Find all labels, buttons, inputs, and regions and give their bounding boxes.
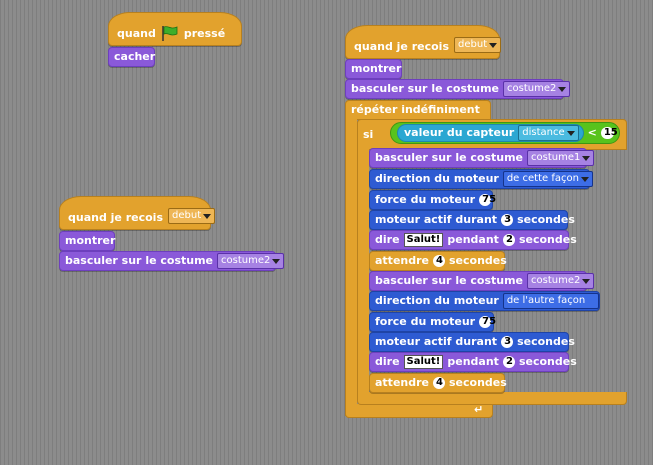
motor-direction-label: direction du moteur: [375, 172, 499, 185]
forever-label: répéter indéfiniment: [351, 103, 480, 116]
wait-seconds-input[interactable]: 4: [433, 377, 445, 389]
forever-block[interactable]: répéter indéfiniment: [345, 100, 491, 120]
say-label: dire: [375, 233, 400, 246]
hide-label: cacher: [114, 50, 156, 63]
wait-block[interactable]: attendre 4 secondes: [369, 251, 507, 271]
motor-power-block[interactable]: force du moteur 75: [369, 190, 496, 210]
seconds-label: secondes: [449, 254, 507, 267]
sensor-dropdown[interactable]: distance: [518, 125, 579, 141]
switch-costume-block[interactable]: basculer sur le costume costume1: [369, 148, 595, 168]
seconds-label: secondes: [518, 233, 577, 246]
motor-on-for-label: moteur actif durant: [375, 335, 498, 348]
message-dropdown[interactable]: debut: [454, 37, 502, 53]
green-flag-icon: [161, 25, 179, 41]
chevron-down-icon: [558, 86, 567, 92]
if-arm: [357, 148, 369, 395]
say-for-secs-block[interactable]: dire Salut! pendant 2 secondes: [369, 352, 577, 372]
wait-label: attendre: [375, 376, 429, 389]
hat-label: quand je recois: [354, 40, 450, 53]
forever-arm: [345, 118, 357, 416]
less-than-operator[interactable]: valeur du capteur distance < 15: [390, 122, 620, 144]
wait-label: attendre: [375, 254, 429, 267]
seconds-label: secondes: [518, 355, 577, 368]
show-block[interactable]: montrer: [345, 59, 402, 79]
motor-power-label: force du moteur: [375, 315, 476, 328]
less-than-label: <: [587, 126, 597, 139]
power-input[interactable]: 75: [479, 194, 496, 206]
power-input[interactable]: 75: [479, 316, 496, 328]
motor-direction-label: direction du moteur: [375, 294, 499, 307]
motor-on-for-block[interactable]: moteur actif durant 3 secondes: [369, 332, 575, 352]
show-block[interactable]: montrer: [59, 231, 115, 251]
during-label: pendant: [447, 355, 499, 368]
hat-suffix: pressé: [183, 27, 226, 40]
seconds-label: secondes: [449, 376, 507, 389]
motor-power-block[interactable]: force du moteur 75: [369, 312, 496, 332]
direction-dropdown[interactable]: de cette façon: [502, 171, 593, 187]
say-seconds-input[interactable]: 2: [502, 356, 515, 368]
chevron-down-icon: [272, 258, 281, 264]
motor-direction-block[interactable]: direction du moteur de l'autre façon: [369, 291, 600, 311]
wait-seconds-input[interactable]: 4: [433, 255, 445, 267]
chevron-down-icon: [582, 278, 591, 284]
when-i-receive-hat[interactable]: quand je recois debut: [345, 25, 502, 59]
chevron-down-icon: [580, 176, 589, 182]
say-for-secs-block[interactable]: dire Salut! pendant 2 secondes: [369, 230, 577, 250]
say-text-input[interactable]: Salut!: [403, 233, 444, 247]
seconds-label: secondes: [517, 335, 575, 348]
show-label: montrer: [351, 62, 402, 75]
say-seconds-input[interactable]: 2: [502, 234, 515, 246]
switch-costume-label: basculer sur le costume: [65, 254, 214, 267]
costume-dropdown[interactable]: costume1: [527, 150, 595, 166]
chevron-down-icon: [203, 213, 212, 219]
show-label: montrer: [65, 234, 116, 247]
switch-costume-block[interactable]: basculer sur le costume costume2: [345, 79, 571, 99]
threshold-input[interactable]: 15: [600, 127, 618, 139]
motor-direction-block[interactable]: direction du moteur de cette façon: [369, 169, 593, 189]
switch-costume-block[interactable]: basculer sur le costume costume2: [369, 271, 595, 291]
motor-power-label: force du moteur: [375, 193, 476, 206]
hide-block[interactable]: cacher: [108, 47, 155, 67]
say-label: dire: [375, 355, 400, 368]
sensor-value-reporter[interactable]: valeur du capteur distance: [397, 124, 584, 142]
costume-dropdown[interactable]: costume2: [527, 273, 595, 289]
motor-on-for-block[interactable]: moteur actif durant 3 secondes: [369, 210, 575, 230]
seconds-input[interactable]: 3: [501, 214, 514, 226]
switch-costume-block[interactable]: basculer sur le costume costume2: [59, 251, 285, 271]
hat-label: quand: [117, 27, 156, 40]
direction-dropdown[interactable]: de l'autre façon: [502, 293, 600, 309]
motor-on-for-label: moteur actif durant: [375, 213, 498, 226]
costume-dropdown[interactable]: costume2: [217, 253, 285, 269]
if-label: si: [363, 127, 374, 141]
say-text-input[interactable]: Salut!: [403, 355, 444, 369]
chevron-down-icon: [582, 155, 591, 161]
costume-dropdown[interactable]: costume2: [503, 81, 571, 97]
seconds-label: secondes: [517, 213, 575, 226]
switch-costume-label: basculer sur le costume: [375, 274, 524, 287]
switch-costume-label: basculer sur le costume: [375, 151, 524, 164]
message-dropdown[interactable]: debut: [168, 208, 216, 224]
hat-label: quand je recois: [68, 211, 164, 224]
during-label: pendant: [447, 233, 499, 246]
when-i-receive-hat[interactable]: quand je recois debut: [59, 196, 216, 230]
switch-costume-label: basculer sur le costume: [351, 82, 500, 95]
seconds-input[interactable]: 3: [501, 336, 514, 348]
sensor-value-label: valeur du capteur: [404, 126, 515, 139]
chevron-down-icon: [489, 42, 498, 48]
when-flag-clicked-hat[interactable]: quand pressé: [108, 12, 242, 46]
wait-block[interactable]: attendre 4 secondes: [369, 373, 507, 393]
chevron-down-icon: [566, 130, 575, 136]
forever-bottom: [345, 404, 493, 418]
loop-arrow-icon: ↵: [474, 403, 484, 416]
if-bottom: [357, 392, 627, 405]
